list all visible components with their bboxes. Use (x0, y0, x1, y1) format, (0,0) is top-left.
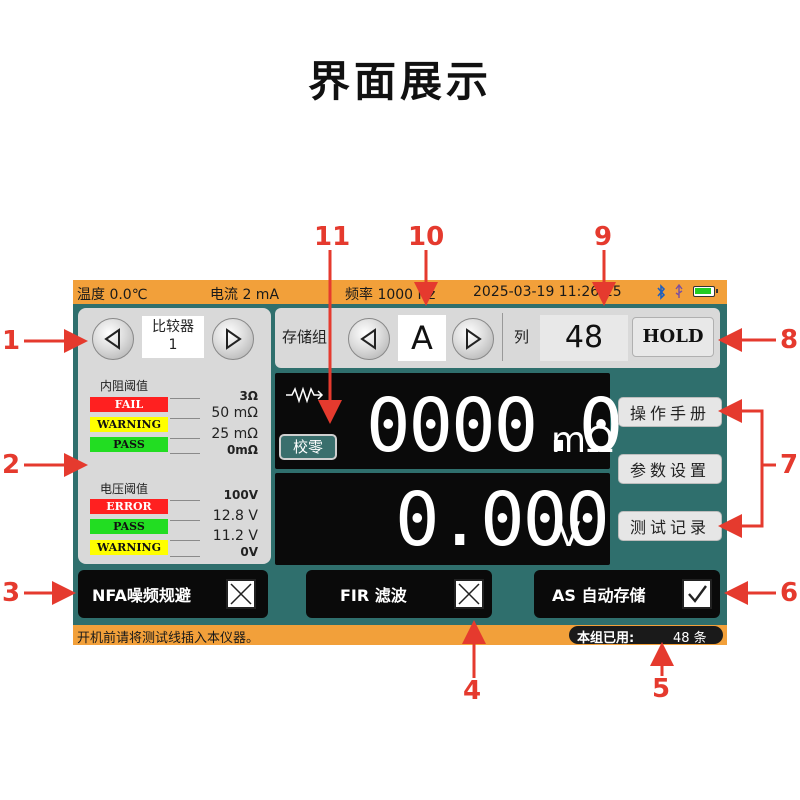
comparator-label: 比较器 (152, 319, 194, 335)
bluetooth-icon (657, 284, 666, 300)
callout-8: 8 (780, 325, 799, 355)
voltage-value: 0.000 (395, 477, 610, 563)
pass-tag: PASS (90, 519, 168, 534)
auto-store-label: AS 自动存储 (552, 586, 646, 605)
fir-toggle[interactable]: FIR 滤波 (306, 570, 492, 618)
divider (170, 398, 200, 399)
parameter-settings-button[interactable]: 参数设置 (618, 454, 722, 484)
error-tag: ERROR (90, 499, 168, 514)
voltage-threshold-title: 电压阈值 (100, 482, 149, 496)
triangle-right-icon (466, 328, 482, 350)
ir-min-value: 0mΩ (226, 443, 258, 457)
unchecked-x-icon (458, 583, 480, 605)
usb-icon (675, 284, 683, 298)
bottom-bar: 开机前请将测试线插入本仪器。 本组已用: 48 条 (73, 625, 727, 646)
voltage-display (275, 473, 610, 565)
used-value: 48 条 (673, 631, 707, 646)
checkmark-icon (688, 585, 707, 603)
callout-2: 2 (2, 450, 21, 480)
page-title: 界面展示 (307, 57, 492, 106)
divider (170, 500, 200, 501)
divider (170, 556, 200, 557)
warning-tag: WARNING (90, 540, 168, 555)
callout-3: 3 (2, 578, 21, 608)
resistance-unit: mΩ (551, 420, 614, 461)
callout-5: 5 (652, 674, 671, 704)
nfa-checkbox[interactable] (226, 579, 256, 609)
resistance-value: 0000.0 (366, 383, 623, 469)
warning-tag: WARNING (90, 417, 168, 432)
status-bar: 温度 0.0℃ 电流 2 mA 频率 1000 Hz 2025-03-19 11… (73, 280, 727, 304)
callout-6: 6 (780, 578, 799, 608)
voltage-max-value: 100V (223, 488, 258, 502)
fail-tag: FAIL (90, 397, 168, 412)
temperature-readout: 温度 0.0℃ (77, 287, 148, 303)
test-records-button[interactable]: 测试记录 (618, 511, 722, 541)
pass-tag: PASS (90, 437, 168, 452)
nfa-label: NFA噪频规避 (92, 586, 191, 605)
divider (170, 520, 200, 521)
storage-group-value: A (398, 315, 446, 361)
voltage-pass-value: 11.2 V (212, 528, 258, 544)
triangle-left-icon (360, 328, 376, 350)
divider (170, 453, 200, 454)
comparator-next-button[interactable] (212, 318, 254, 360)
divider (170, 418, 200, 419)
operation-manual-button[interactable]: 操作手册 (618, 397, 722, 427)
ir-fail-value: 3Ω (239, 389, 258, 403)
callout-11: 11 (314, 222, 351, 252)
nfa-toggle[interactable]: NFA噪频规避 (78, 570, 268, 618)
triangle-right-icon (226, 328, 242, 350)
comparator-box: 比较器 1 (142, 316, 204, 358)
resistor-icon (286, 386, 324, 404)
triangle-left-icon (104, 328, 120, 350)
group-prev-button[interactable] (348, 318, 390, 360)
voltage-unit: V (557, 515, 581, 555)
group-next-button[interactable] (452, 318, 494, 360)
auto-store-toggle[interactable]: AS 自动存储 (534, 570, 720, 618)
zero-calibration-button[interactable]: 校零 (279, 434, 337, 460)
auto-store-checkbox[interactable] (682, 579, 712, 609)
current-readout: 电流 2 mA (210, 287, 280, 303)
divider (170, 540, 200, 541)
divider (502, 313, 503, 361)
divider (170, 438, 200, 439)
callout-10: 10 (408, 222, 445, 252)
comparator-prev-button[interactable] (92, 318, 134, 360)
callout-7: 7 (780, 450, 799, 480)
datetime-readout: 2025-03-19 11:26:15 (473, 284, 622, 300)
storage-group-label: 存储组 (282, 328, 328, 346)
unchecked-x-icon (230, 583, 252, 605)
column-label: 列 (514, 328, 530, 346)
used-label: 本组已用: (577, 631, 635, 646)
hold-button[interactable]: HOLD (632, 317, 714, 357)
column-value: 48 (540, 315, 628, 361)
callout-1: 1 (2, 326, 21, 356)
fir-checkbox[interactable] (454, 579, 484, 609)
frequency-readout: 频率 1000 Hz (345, 287, 436, 303)
callout-4: 4 (463, 676, 482, 706)
ir-warning-value: 50 mΩ (211, 405, 258, 421)
hint-message: 开机前请将测试线插入本仪器。 (77, 631, 260, 646)
battery-icon (693, 286, 718, 297)
voltage-error-value: 12.8 V (212, 508, 258, 524)
callout-9: 9 (594, 222, 613, 252)
fir-label: FIR 滤波 (340, 586, 407, 605)
comparator-value: 1 (168, 337, 178, 353)
voltage-min-value: 0V (240, 545, 258, 559)
ir-pass-value: 25 mΩ (211, 426, 258, 442)
ir-threshold-title: 内阻阈值 (100, 379, 149, 393)
